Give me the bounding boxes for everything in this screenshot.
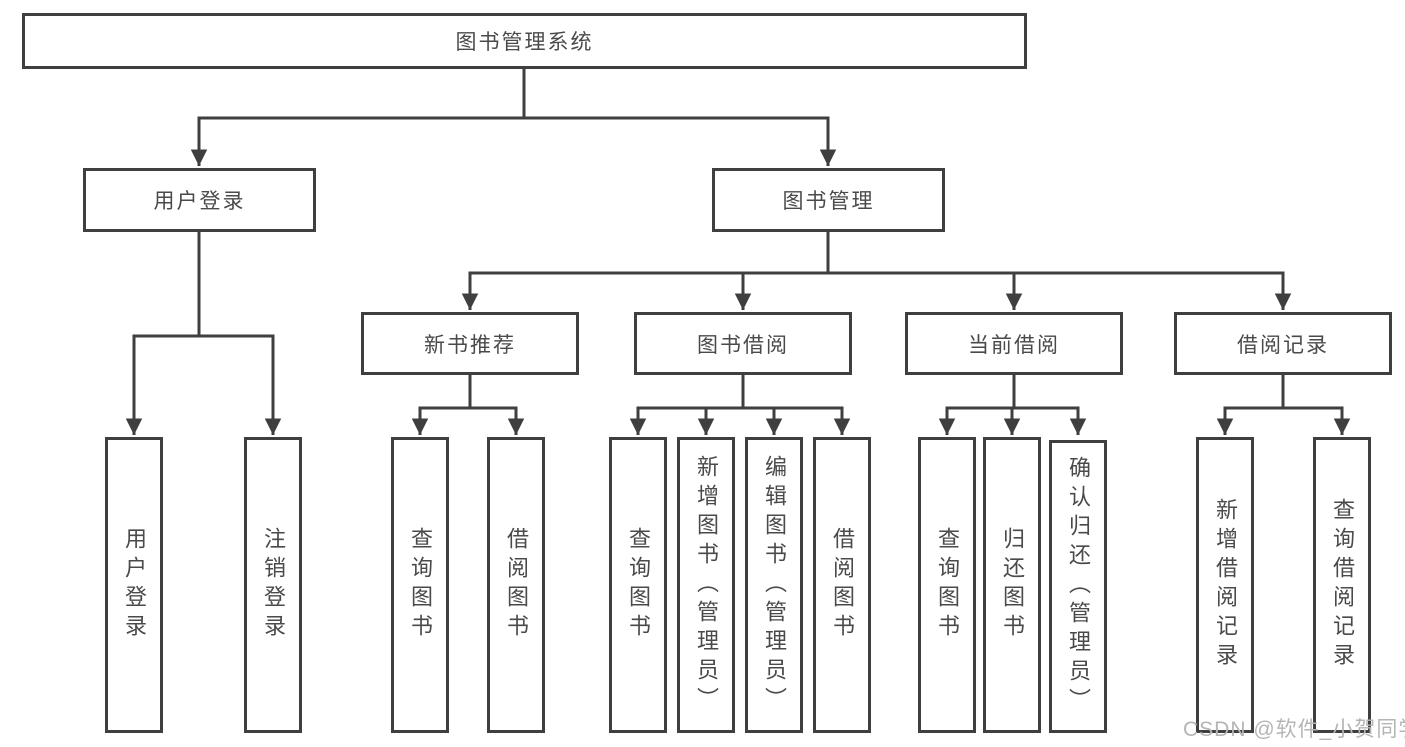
leaf-logout: 注销登录 — [244, 437, 302, 733]
node-borrow-records: 借阅记录 — [1174, 312, 1392, 375]
node-root: 图书管理系统 — [22, 13, 1027, 69]
leaf-query-borrow-record: 查询借阅记录 — [1313, 437, 1371, 733]
node-new-book-recommend: 新书推荐 — [361, 312, 579, 375]
leaf-query-books-borrow: 查询图书 — [609, 437, 667, 733]
watermark: CSDN @软件_小贺同学 — [1183, 718, 1405, 741]
leaf-edit-book-admin: 编辑图书（管理员） — [745, 437, 803, 733]
leaf-borrow-books: 借阅图书 — [813, 437, 871, 733]
leaf-add-book-admin: 新增图书（管理员） — [677, 437, 735, 733]
leaf-add-borrow-record: 新增借阅记录 — [1196, 437, 1254, 733]
leaf-borrow-books-recommend: 借阅图书 — [487, 437, 545, 733]
leaf-return-books: 归还图书 — [983, 437, 1041, 733]
node-user-login: 用户登录 — [83, 168, 316, 232]
node-book-management: 图书管理 — [712, 168, 945, 232]
leaf-query-books-recommend: 查询图书 — [391, 437, 449, 733]
leaf-confirm-return-admin: 确认归还（管理员） — [1049, 440, 1107, 733]
leaf-query-books-current: 查询图书 — [918, 437, 976, 733]
node-current-borrow: 当前借阅 — [905, 312, 1123, 375]
node-book-borrow: 图书借阅 — [634, 312, 852, 375]
leaf-user-login: 用户登录 — [105, 437, 163, 733]
